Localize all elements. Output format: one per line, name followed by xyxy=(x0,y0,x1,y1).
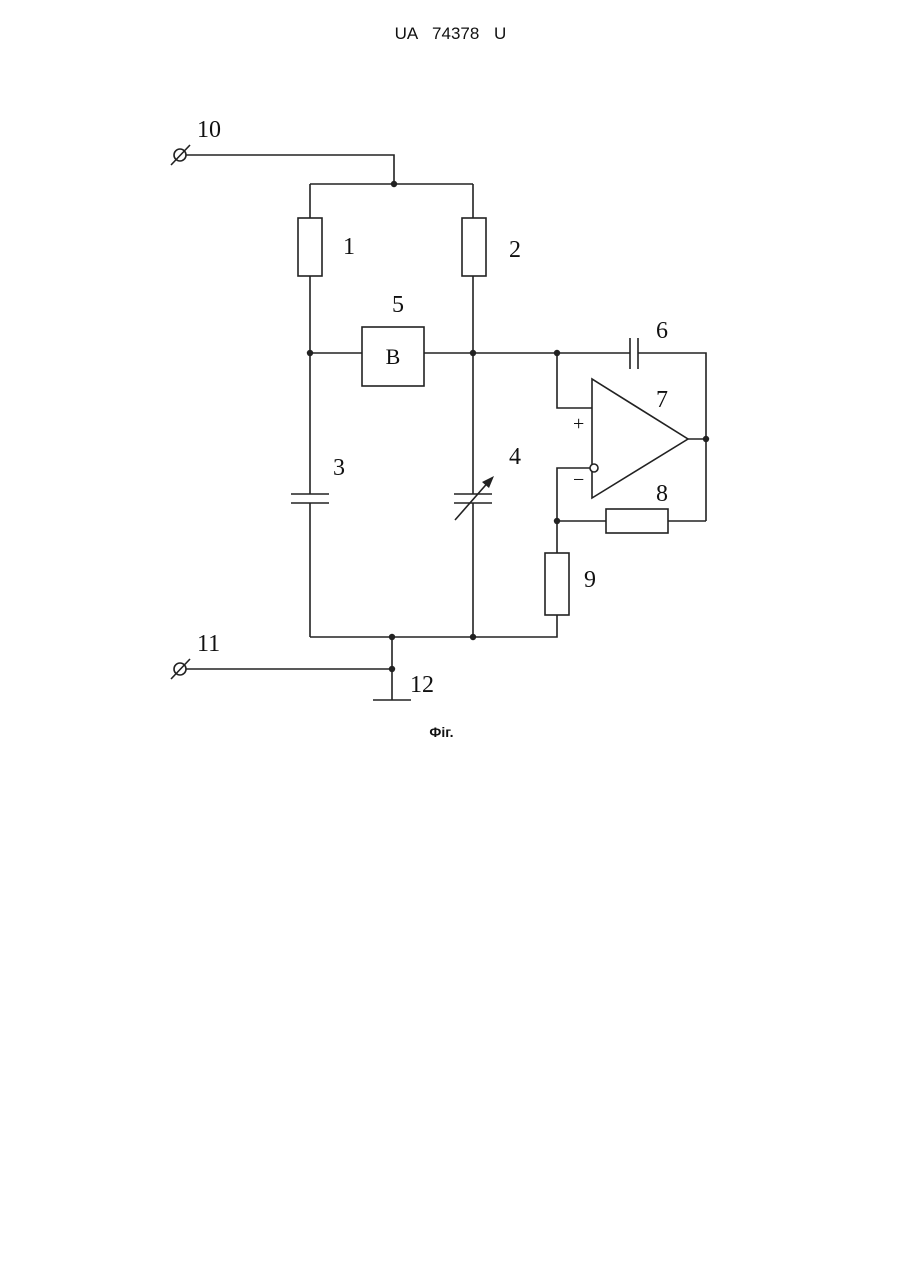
label-block-5: 5 xyxy=(392,292,404,318)
label-capacitor-3: 3 xyxy=(333,455,345,481)
resistor-9 xyxy=(545,553,569,615)
resistor-2 xyxy=(462,218,486,276)
node-top xyxy=(391,181,397,187)
label-variable-capacitor-4: 4 xyxy=(509,444,521,470)
label-plus-input: + xyxy=(573,413,584,435)
variable-capacitor-4 xyxy=(454,476,494,520)
wire-bottom-rail xyxy=(310,615,557,637)
label-resistor-9: 9 xyxy=(584,567,596,593)
figure-caption: Фіг. xyxy=(0,724,883,740)
label-resistor-1: 1 xyxy=(343,234,355,260)
block-5-text: B xyxy=(386,344,401,369)
wire-plus-input xyxy=(557,353,592,408)
label-ground-12: 12 xyxy=(410,672,434,698)
resistor-1 xyxy=(298,218,322,276)
resistor-8 xyxy=(606,509,668,533)
label-op-amp-7: 7 xyxy=(656,387,668,413)
node-bottom-right xyxy=(470,634,476,640)
label-terminal-11: 11 xyxy=(197,631,220,657)
label-terminal-10: 10 xyxy=(197,117,221,143)
label-capacitor-6: 6 xyxy=(656,318,668,344)
wire-terminal-10 xyxy=(186,155,394,184)
capacitor-3 xyxy=(291,494,329,503)
label-resistor-8: 8 xyxy=(656,481,668,507)
label-resistor-2: 2 xyxy=(509,237,521,263)
capacitor-6 xyxy=(630,338,638,369)
label-minus-input: − xyxy=(573,469,584,491)
inverting-input-bubble xyxy=(590,464,598,472)
op-amp-7 xyxy=(592,379,688,498)
